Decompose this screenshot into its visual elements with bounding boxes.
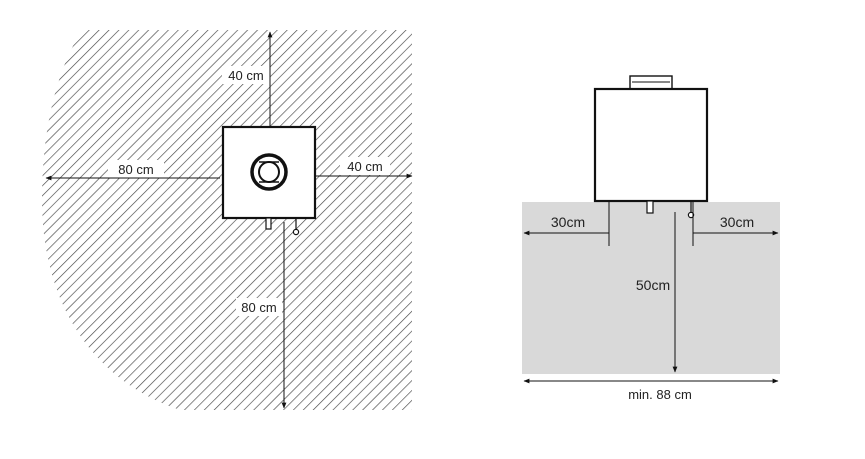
- min-width-label: min. 88 cm: [628, 387, 692, 402]
- front-clearance-label: 80 cm: [241, 300, 276, 315]
- top-clearance-label: 40 cm: [228, 68, 263, 83]
- left-clearance-label: 80 cm: [118, 162, 153, 177]
- control-knob: [687, 211, 695, 219]
- top-view-diagram: 40 cm 80 cm 40 cm 80 cm: [42, 30, 413, 410]
- floor-protection-diagram: 30cm 30cm 50cm min. 88 cm: [522, 75, 780, 402]
- left-30cm-label: 30cm: [551, 214, 585, 230]
- hatched-clearance-zone: [42, 30, 412, 410]
- label-bg: [108, 160, 164, 178]
- right-clearance-label: 40 cm: [347, 159, 382, 174]
- chimney-outlet-outer: [250, 153, 288, 191]
- tap-pipe: [646, 200, 654, 214]
- tap-pipe: [265, 217, 272, 230]
- label-bg: [340, 157, 390, 175]
- right-30cm-label: 30cm: [720, 214, 754, 230]
- label-bg: [236, 298, 282, 316]
- label-bg: [222, 66, 270, 84]
- heater-front-view: [593, 87, 709, 203]
- control-knob: [292, 228, 300, 236]
- heater-top-view: [221, 125, 317, 220]
- floor-protection-zone: [522, 202, 780, 374]
- front-50cm-label: 50cm: [636, 277, 670, 293]
